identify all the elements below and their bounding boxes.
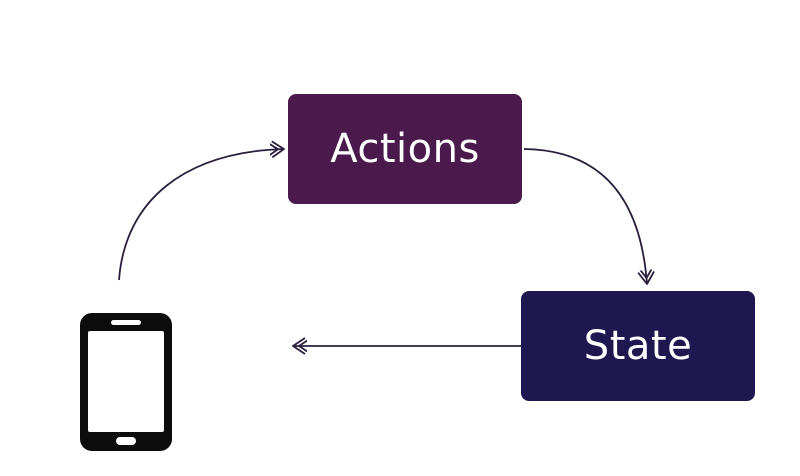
actions-label: Actions bbox=[330, 126, 480, 172]
arrow-actions-to-state bbox=[523, 148, 647, 284]
arrow-device-to-actions bbox=[118, 149, 284, 281]
state-node: State bbox=[521, 291, 755, 401]
state-label: State bbox=[583, 323, 693, 369]
smartphone-icon bbox=[80, 313, 172, 451]
actions-node: Actions bbox=[288, 94, 522, 204]
